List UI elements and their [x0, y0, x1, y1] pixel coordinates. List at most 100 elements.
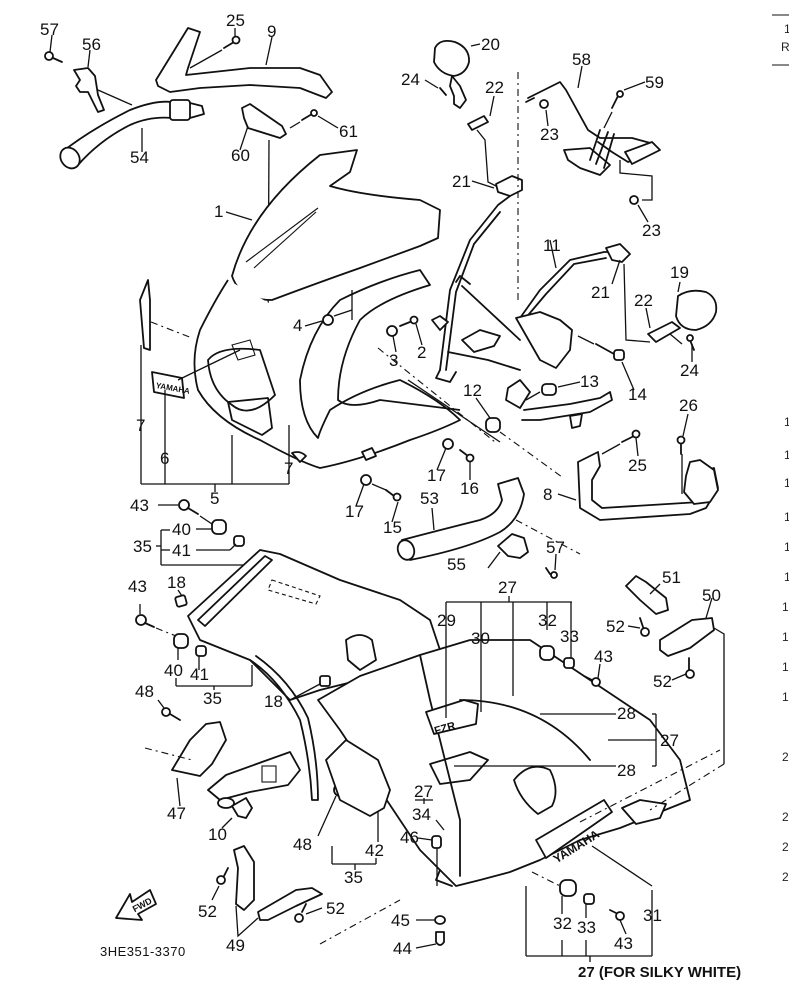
callout-32: 32 [538, 611, 557, 630]
screw-24-top [424, 79, 447, 96]
duct-53 [396, 477, 525, 561]
guide-line-50 [649, 763, 725, 811]
bolt-43-upper [158, 499, 199, 515]
bracket-55 [487, 519, 581, 569]
callout-24: 24 [401, 70, 420, 89]
nut-23-top [539, 99, 549, 127]
bracket-47 [144, 721, 301, 807]
duct-54 [59, 99, 205, 170]
screw-15 [371, 483, 402, 523]
screw-25-right [601, 429, 641, 457]
upper-cowl-5 [193, 269, 461, 469]
callout-8: 8 [543, 485, 553, 504]
bolt-43-right [583, 663, 601, 687]
callout-40: 40 [164, 661, 183, 680]
callout-56: 56 [82, 35, 101, 54]
side-column-fragment: 1 [784, 570, 789, 584]
guide-line-cowl [377, 347, 496, 443]
callout-41: 41 [172, 541, 191, 560]
screw-61 [289, 109, 339, 129]
clip-18-lower [289, 675, 331, 701]
callout-5: 5 [210, 489, 220, 508]
callout-35: 35 [133, 537, 152, 556]
callout-44: 44 [393, 939, 412, 958]
cover-60 [239, 103, 287, 151]
callout-47: 47 [167, 804, 186, 823]
reference-code: 3HE351-3370 [100, 944, 186, 959]
callout-48: 48 [293, 835, 312, 854]
callout-29: 29 [437, 611, 456, 630]
side-column-fragment: 1 [782, 600, 789, 614]
bolt-52-lower [671, 657, 695, 681]
callout-31: 31 [643, 906, 662, 925]
callout-27: 27 [414, 782, 433, 801]
callout-27: 27 [660, 731, 679, 750]
plate-22-top [467, 95, 497, 187]
side-column-fragment: 2 [782, 870, 789, 884]
screw-48-left [157, 699, 181, 721]
side-column-fragment: 1 [784, 22, 789, 36]
callout-33: 33 [560, 627, 579, 646]
bolt-52-upper [627, 617, 650, 637]
callout-52: 52 [326, 899, 345, 918]
bracket-35-bottom [331, 846, 377, 870]
screw-26 [676, 413, 689, 494]
grommet-4 [304, 290, 353, 327]
bolt-43-lower [135, 604, 177, 637]
callout-41: 41 [190, 665, 209, 684]
callout-57: 57 [40, 20, 59, 39]
bolt-57-lower [545, 553, 558, 579]
callout-19: 19 [670, 263, 689, 282]
bracket-5-group [140, 345, 290, 492]
callout-24: 24 [680, 361, 699, 380]
footnote-silky-white: 27 (FOR SILKY WHITE) [578, 964, 742, 981]
callout-33: 33 [577, 918, 596, 937]
callout-60: 60 [231, 146, 250, 165]
callout-2: 2 [417, 343, 427, 362]
bracket-35-upper [156, 529, 245, 566]
callout-28: 28 [617, 761, 636, 780]
callout-55: 55 [447, 555, 466, 574]
side-column-fragment: 1 [784, 448, 789, 462]
callout-3: 3 [389, 351, 399, 370]
callout-53: 53 [420, 489, 439, 508]
screw-16 [459, 449, 475, 480]
nut-23-mid [629, 195, 649, 223]
collar-41-lower [195, 645, 207, 670]
callout-17: 17 [345, 502, 364, 521]
grommet-40-lower [173, 633, 189, 660]
callout-1: 1 [214, 202, 224, 221]
grommet-32-bottom [559, 879, 577, 914]
callout-15: 15 [383, 518, 402, 537]
side-column-fragment: 1 [782, 660, 789, 674]
side-column-fragment: 2 [782, 810, 789, 824]
grommet-40-upper [196, 515, 227, 535]
callout-57: 57 [546, 538, 565, 557]
callout-26: 26 [679, 396, 698, 415]
callout-9: 9 [267, 22, 277, 41]
callout-43: 43 [594, 647, 613, 666]
side-strip-7 [139, 279, 193, 351]
screw-24-mid [669, 333, 695, 362]
side-table-frame [772, 14, 789, 66]
bolt-52-left [211, 867, 229, 901]
callout-50: 50 [702, 586, 721, 605]
bracket-49 [233, 845, 323, 938]
bolt-52-right [294, 899, 401, 945]
callout-40: 40 [172, 520, 191, 539]
bolt-14 [577, 335, 635, 391]
bracket-50 [659, 597, 725, 764]
forward-arrow-icon: FWD [115, 889, 157, 921]
collar-13 [525, 381, 581, 401]
lower-cowl: FZR YAMAHA [317, 639, 721, 887]
bolt-59 [603, 81, 646, 129]
bolt-57-top [44, 34, 63, 63]
callout-42: 42 [365, 841, 384, 860]
side-column-fragment: 2 [782, 840, 789, 854]
plate-22-mid [645, 307, 681, 343]
side-column-fragment: 1 [784, 476, 789, 490]
washer-45 [416, 915, 446, 925]
callout-43: 43 [128, 577, 147, 596]
callout-25: 25 [226, 11, 245, 30]
callout-11: 11 [543, 236, 561, 255]
